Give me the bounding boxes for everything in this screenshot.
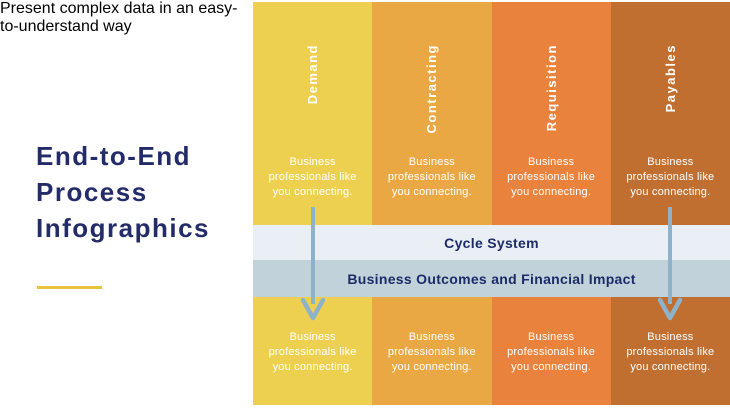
process-column-demand: Demand Business professionals like you c… <box>253 2 373 405</box>
column-header-wrap: Contracting <box>372 44 491 133</box>
column-header-wrap: Demand <box>253 44 372 104</box>
down-arrow-icon-demand <box>300 207 326 321</box>
column-top-text: Business professionals like you connecti… <box>387 156 476 198</box>
down-arrow-icon-payables <box>657 207 683 321</box>
column-top-text: Business professionals like you connecti… <box>268 156 357 198</box>
process-column-requisition: Requisition Business professionals like … <box>491 2 611 405</box>
column-top-text: Business professionals like you connecti… <box>626 156 715 198</box>
page-title-line-3: Infographics <box>36 213 211 243</box>
band-business-outcomes: Business Outcomes and Financial Impact <box>253 260 730 297</box>
column-bottom-text: Business professionals like you connecti… <box>507 331 596 373</box>
process-column-contracting: Contracting Business professionals like … <box>372 2 492 405</box>
column-header-payables: Payables <box>662 44 678 113</box>
column-header-wrap: Payables <box>611 44 730 112</box>
column-bottom-text: Business professionals like you connecti… <box>268 331 357 373</box>
process-columns-area: Demand Business professionals like you c… <box>253 2 730 405</box>
column-bottom-text: Business professionals like you connecti… <box>626 331 715 373</box>
left-panel: End-to-End Process Infographics Present … <box>0 0 253 411</box>
column-header-wrap: Requisition <box>492 44 611 131</box>
page-title: End-to-End Process Infographics <box>36 138 210 246</box>
column-header-contracting: Contracting <box>424 44 440 134</box>
page-title-line-1: End-to-End <box>36 141 192 171</box>
title-accent-underline <box>37 286 102 289</box>
band-cycle-system-label: Cycle System <box>444 234 539 251</box>
process-column-payables: Payables Business professionals like you… <box>610 2 730 405</box>
page-subtitle-line-2: to-understand way <box>0 18 132 35</box>
column-top-text: Business professionals like you connecti… <box>507 156 596 198</box>
column-bottom-text: Business professionals like you connecti… <box>387 331 476 373</box>
page-subtitle-line-1: Present complex data in an easy- <box>0 0 238 17</box>
page-title-line-2: Process <box>36 177 148 207</box>
band-cycle-system: Cycle System <box>253 225 730 260</box>
column-header-demand: Demand <box>305 44 321 105</box>
band-business-outcomes-label: Business Outcomes and Financial Impact <box>347 270 636 287</box>
column-header-requisition: Requisition <box>543 44 559 132</box>
